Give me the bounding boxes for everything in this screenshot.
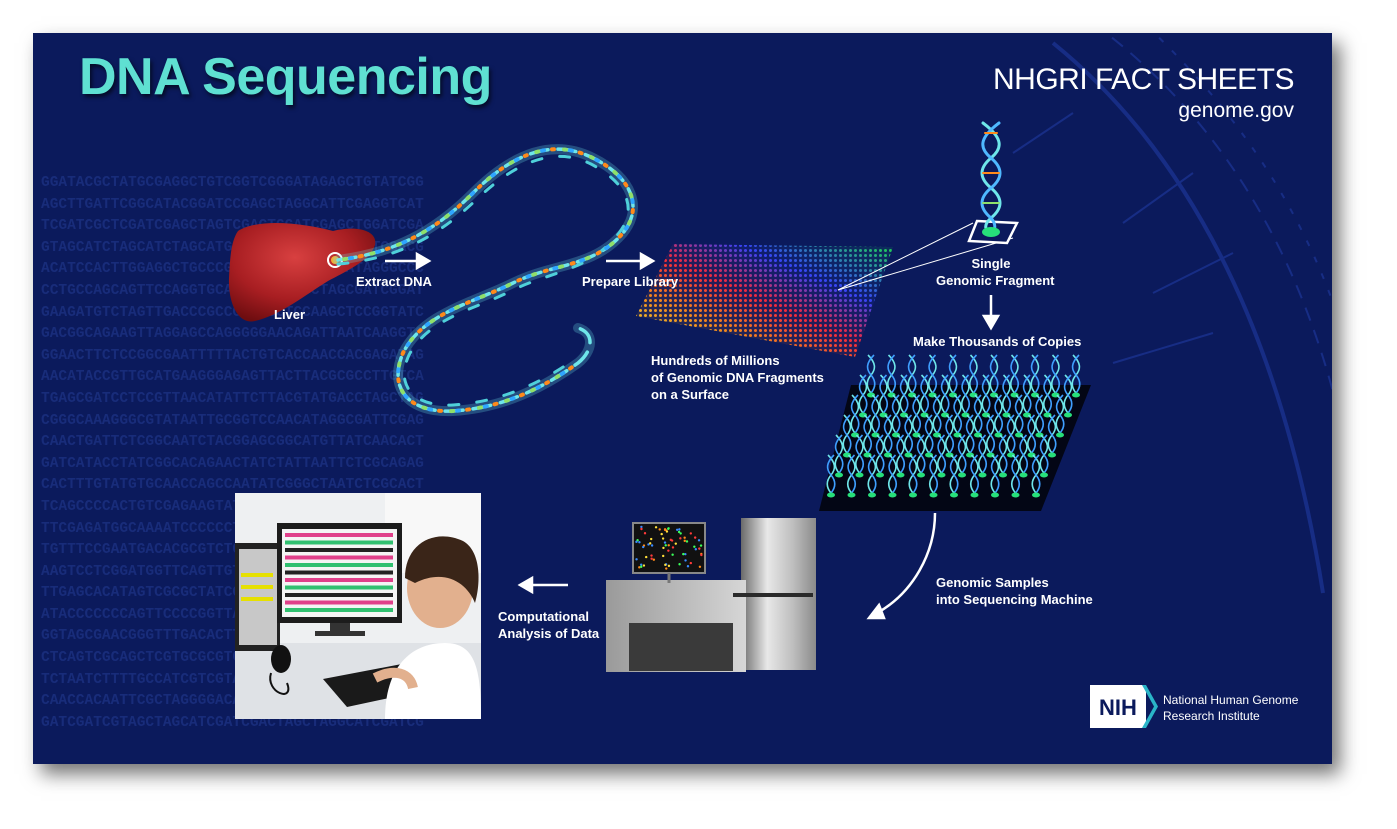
dna-copy-icon xyxy=(969,454,980,498)
label-liver: Liver xyxy=(274,307,306,322)
arrow-machine-icon xyxy=(866,512,937,620)
institute-name: National Human Genome Research Institute xyxy=(1163,692,1298,724)
dna-copy-icon xyxy=(977,434,988,478)
dna-copy-icon xyxy=(1055,394,1065,438)
dna-copy-icon xyxy=(899,374,909,418)
copies-tray-icon xyxy=(819,354,1091,511)
decorative-arcs xyxy=(1012,33,1332,594)
dna-copy-icon xyxy=(985,414,996,458)
label-line: Analysis of Data xyxy=(498,626,600,641)
label-single-fragment: Single Genomic Fragment xyxy=(936,255,1055,289)
label-prepare-library: Prepare Library xyxy=(582,274,679,289)
source-url: genome.gov xyxy=(1178,99,1294,122)
single-fragment-helix-icon xyxy=(980,121,1002,237)
dna-copy-icon xyxy=(1063,374,1073,418)
dna-copy-icon xyxy=(944,414,955,458)
dna-copy-icon xyxy=(875,434,885,478)
arrow-analysis-icon xyxy=(517,575,568,595)
dna-loop-icon xyxy=(333,144,638,417)
dna-copy-icon xyxy=(895,434,906,478)
label-extract-dna: Extract DNA xyxy=(356,274,432,289)
dna-copy-icon xyxy=(834,434,844,478)
nih-logo: NIH xyxy=(1090,685,1158,728)
dna-copy-icon xyxy=(952,394,963,438)
dna-copy-icon xyxy=(928,454,939,498)
dna-copy-icon xyxy=(948,354,958,398)
sequencing-machine-icon xyxy=(606,518,816,672)
dna-copy-icon xyxy=(1050,354,1061,398)
label-line: Genomic Fragment xyxy=(936,273,1055,288)
arrow-prepare-icon xyxy=(606,251,656,271)
dna-copy-icon xyxy=(826,454,836,498)
label-make-copies: Make Thousands of Copies xyxy=(913,334,1082,349)
arrow-copies-icon xyxy=(981,295,1001,331)
fact-sheet-title: NHGRI FACT SHEETS xyxy=(993,63,1295,96)
dna-copy-icon xyxy=(1031,454,1041,498)
label-line: of Genomic DNA Fragments xyxy=(651,370,824,385)
dna-copy-icon xyxy=(887,454,898,498)
dna-copy-icon xyxy=(916,434,926,478)
institute-name-line: Research Institute xyxy=(1163,709,1260,723)
illustration-layer xyxy=(228,33,1332,672)
label-line: into Sequencing Machine xyxy=(936,592,1093,607)
label-line: Hundreds of Millions xyxy=(651,353,780,368)
label-fragments-surface: Hundreds of Millions of Genomic DNA Frag… xyxy=(651,352,824,403)
dna-copy-icon xyxy=(936,434,947,478)
dna-copy-icon xyxy=(990,454,1000,498)
dna-copy-icon xyxy=(846,454,857,498)
dna-copy-icon xyxy=(883,414,893,458)
fragment-array-icon xyxy=(636,244,893,357)
dna-copy-icon xyxy=(866,354,876,398)
nih-logo-text: NIH xyxy=(1099,695,1137,720)
label-line: Genomic Samples xyxy=(936,575,1049,590)
dna-copy-icon xyxy=(908,454,918,498)
dna-copy-icon xyxy=(1010,454,1021,498)
label-line: Single xyxy=(971,256,1011,271)
dna-copy-icon xyxy=(867,454,877,498)
label-into-machine: Genomic Samples into Sequencing Machine xyxy=(936,574,1093,608)
dna-copy-icon xyxy=(862,414,873,458)
dna-copy-icon xyxy=(1018,434,1029,478)
dna-copy-icon xyxy=(973,394,983,438)
institute-name-line: National Human Genome xyxy=(1163,693,1299,707)
arrow-extract-icon xyxy=(385,251,432,271)
label-computational-analysis: Computational Analysis of Data xyxy=(498,608,599,642)
researcher-photo xyxy=(235,493,481,719)
dna-copy-icon xyxy=(993,394,1004,438)
label-line: Computational xyxy=(498,609,589,624)
dna-copy-icon xyxy=(998,434,1008,478)
label-line: on a Surface xyxy=(651,387,730,402)
page-title: DNA Sequencing xyxy=(79,48,492,106)
dna-copy-icon xyxy=(1022,374,1032,418)
dna-copy-icon xyxy=(965,414,975,458)
dna-copy-icon xyxy=(1034,394,1045,438)
dna-copy-icon xyxy=(949,454,959,498)
dna-copy-icon xyxy=(1039,434,1049,478)
dna-copy-icon xyxy=(1071,354,1081,398)
dna-copy-icon xyxy=(854,434,865,478)
dna-copy-icon xyxy=(1047,414,1057,458)
dna-copy-icon xyxy=(957,434,967,478)
infographic-slide: GGATACGCTATGCGAGGCTGTCGGTCGGGATAGAGCTGTA… xyxy=(33,33,1332,764)
